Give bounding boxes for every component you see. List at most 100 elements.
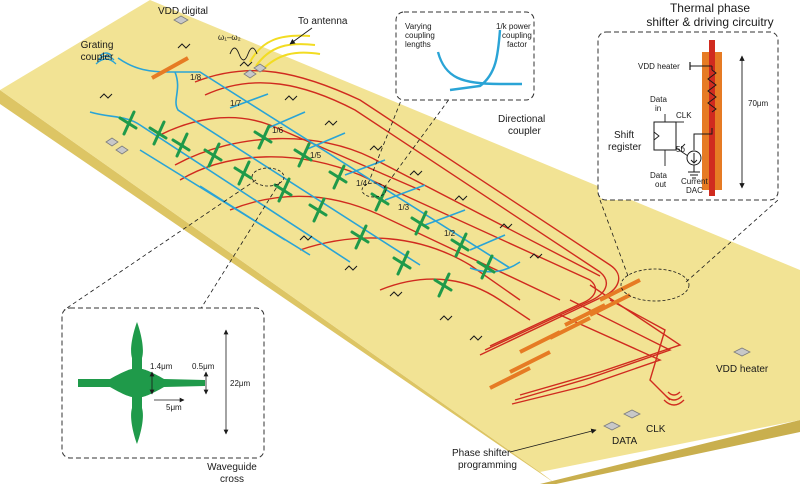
phase-shifter [369,145,383,151]
phase-shifter-programming-label: Phase shifter [452,448,511,459]
inset-frame [597,31,779,201]
ratio-1-6: 1/6 [272,126,284,135]
clk-pad [623,409,641,419]
waveguide-main [117,57,511,269]
waveguide [267,111,306,129]
current-dac-label: Current [681,177,708,186]
heater-bars [151,56,641,390]
current-dac-label: DAC [686,186,703,195]
inset-clk-label: CLK [676,111,692,120]
heater-bar [599,278,641,302]
data-in-label: in [655,104,661,113]
programming-pointer [509,428,597,453]
waveguide [174,71,421,266]
heater-bar [519,330,561,354]
grating-coupler-label: Grating [81,40,114,51]
shift-register-label: Shift [614,130,634,141]
bond-pad [253,63,267,73]
waveguide-cross [433,272,453,298]
bus-wire [194,69,620,356]
coupler-right-text: 1/k power [496,22,531,31]
phase-shifter [284,95,298,101]
to-antenna-label: To antenna [298,16,348,27]
waveguide-cross [253,124,273,150]
heater-return [693,128,713,150]
waveguide-cross-caption: cross [220,474,244,484]
heater-resistor [707,69,717,113]
waveguide-cross [273,177,293,203]
directional-coupler-caption: coupler [508,126,541,137]
vdd-digital-pad [173,15,189,25]
clk-label: CLK [646,424,666,435]
bits-label: 5b [676,145,685,154]
phase-shifter [99,93,113,99]
waveguide-cross [308,197,328,223]
drive-line [519,284,682,396]
data-out-label: out [655,180,667,189]
inset-vdd-heater: VDD heater [638,62,680,71]
dim-narrow-label: 0.5μm [192,362,215,371]
heater-wiring [159,69,682,405]
phase-shifter [469,335,483,341]
coupler-left-text: Varying [405,22,432,31]
waveguide-cross [328,164,348,190]
data-label: DATA [612,436,638,447]
waveguide [229,93,269,109]
waveguide-cross-caption: Waveguide [207,462,257,473]
waveguide-cross [203,142,223,168]
heater-bar [564,303,606,327]
omega-wave [229,47,258,61]
chip-left-face [0,90,556,484]
heater-bar [509,350,551,374]
phase-shifters [99,43,543,341]
phase-shifter [529,253,543,259]
data-pad [603,421,621,431]
bond-pad [243,69,257,79]
heater-bar [489,366,531,390]
thermal-title: Thermal phase [670,1,750,15]
ratio-1-5: 1/5 [310,151,322,160]
waveguide-cross [392,250,412,276]
waveguide-cross [293,142,313,168]
coupler-waveguide-straight [449,29,502,92]
thermal-title: shifter & driving circuitry [646,15,773,29]
phase-shifter [409,170,423,176]
heater-bar [151,56,189,80]
phase-shifter [344,265,358,271]
grating-coupler-label: coupler [81,52,114,63]
shift-register-icon [653,114,689,166]
waveguide-cross [410,210,430,236]
coupler-right-text: factor [507,40,527,49]
waveguide [199,185,286,241]
waveguide-cross [450,232,470,258]
waveguide-cross-inset: 1.4μm 0.5μm 5μm 22μm [61,307,265,459]
phase-shifter [324,120,338,126]
phase-shifter [299,235,313,241]
callout-line [63,179,257,311]
bus-wire [229,195,561,301]
drive-line [514,299,672,401]
waveguide [469,261,521,273]
ratio-1-7: 1/7 [230,99,242,108]
chip-top-face [0,0,800,472]
length-label: 70μm [748,99,769,108]
dim-width-label: 1.4μm [150,362,173,371]
vdd-heater-label: VDD heater [716,364,769,375]
chip-front-face [540,420,800,484]
grating-coupler-icon [663,391,685,406]
phase-shifter [389,291,403,297]
phase-shifter [439,315,453,321]
directional-coupler-inset: Varying coupling lengths 1/k power coupl… [395,11,535,101]
ratio-1-4: 1/4 [356,179,368,188]
coupler-left-text: lengths [405,40,431,49]
contact-pads [105,15,751,431]
bond-pad [105,137,119,147]
callout-line [367,97,403,185]
phase-shifter [177,43,191,49]
vdd-heater-pad [733,347,751,357]
current-source-icon [686,150,702,166]
dim-length-label: 5μm [166,403,182,412]
waveguide [344,159,386,176]
